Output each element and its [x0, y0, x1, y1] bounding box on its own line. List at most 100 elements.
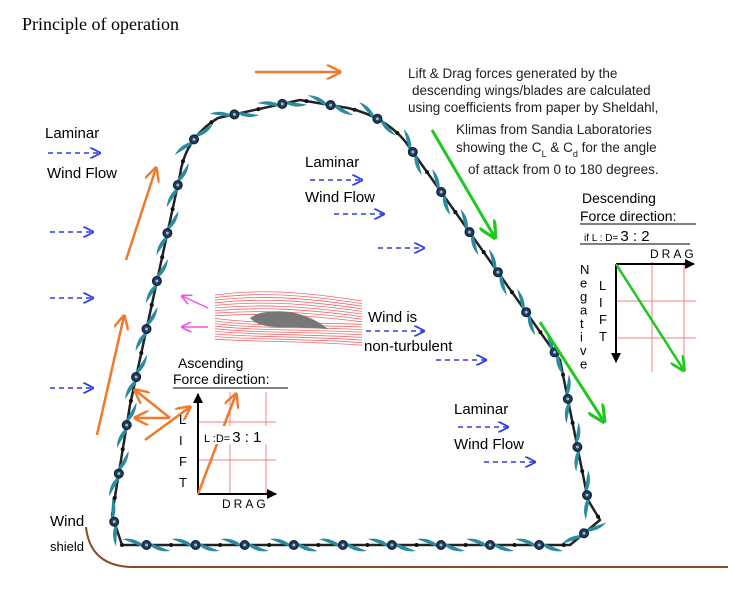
flow-label-center-2: Wind Flow [305, 189, 375, 206]
blade-wing [269, 538, 291, 547]
blade-hub-center [112, 520, 116, 524]
blade-hub-center [292, 543, 296, 547]
track-joint [580, 469, 585, 474]
track-joint [267, 543, 272, 547]
blade-hub-center [145, 327, 148, 331]
blade-wing [515, 538, 537, 547]
descending-title: Descending [582, 190, 656, 206]
blade-hub-center [566, 397, 570, 401]
blade [488, 249, 507, 296]
blade-wing [237, 111, 260, 118]
vertical-letter: v [580, 343, 587, 358]
blade [403, 128, 422, 176]
orange-arrow [135, 390, 171, 419]
blade-wing [145, 306, 158, 327]
flow-label-center-1: Laminar [305, 154, 359, 171]
blade-hub-center [341, 543, 345, 547]
vertical-letter: e [580, 357, 587, 372]
streamline [214, 333, 363, 341]
blade-hub-center [468, 230, 471, 234]
airfoil-shape [250, 311, 328, 329]
blade-hub-center [575, 445, 579, 449]
track-joint [112, 495, 117, 500]
blade-hub-center [553, 350, 557, 354]
blade [209, 109, 260, 120]
track-joint [561, 543, 566, 547]
blade-hub-center [390, 543, 394, 547]
track-joint [425, 170, 429, 174]
windshield-label-1: Wind [50, 513, 84, 530]
description-block: Lift & Drag forces generated by the desc… [408, 66, 659, 177]
blade-hub-center [585, 493, 589, 497]
blade [417, 538, 465, 552]
blade [171, 538, 220, 552]
track-joint [481, 250, 486, 255]
blade-wing [134, 354, 148, 375]
track-joint [596, 514, 601, 519]
orange-arrow [124, 168, 156, 261]
blade-wing [414, 154, 422, 176]
orange-arrow [95, 316, 124, 436]
blade-hub-center [117, 472, 121, 476]
vertical-letter: e [580, 276, 587, 291]
blade-wing [117, 450, 129, 471]
track-joint [365, 543, 370, 547]
blade [582, 470, 592, 520]
blade [460, 209, 479, 256]
blade-wing [542, 543, 564, 552]
blade-hub-center [165, 231, 169, 235]
blade [466, 538, 515, 552]
blade-wing [109, 476, 121, 497]
blade-wing [149, 543, 171, 552]
track-joint [538, 330, 543, 335]
green-arrow [538, 321, 603, 420]
streamline [214, 331, 363, 338]
blade [517, 289, 536, 336]
blade [269, 538, 318, 552]
vertical-letter: L [599, 278, 606, 293]
blade-hub-center [145, 543, 148, 547]
blade-wing [176, 162, 189, 183]
ascending-drag-label: DRAG [222, 497, 269, 511]
blade-wing [345, 543, 367, 552]
blade-hub-center [243, 543, 247, 547]
green-arrow [430, 129, 494, 236]
blade [545, 329, 564, 376]
blade-hub-center [582, 531, 586, 535]
description-line-4: Klimas from Sandia Laboratories [456, 122, 652, 137]
blade-wing [111, 497, 116, 519]
blade-wing [155, 258, 168, 279]
track-joint [139, 351, 144, 355]
flow-label-left-2: Wind Flow [47, 165, 117, 182]
blade-wing [517, 289, 525, 311]
blade-hub-center [155, 279, 159, 283]
vertical-letter: T [599, 329, 607, 344]
track-joint [209, 120, 214, 125]
track-joint [256, 107, 261, 112]
track-joint [149, 303, 154, 307]
descending-grid [616, 262, 696, 372]
blade-wing [174, 141, 194, 155]
blade-hub-center [375, 117, 379, 121]
description-line-2: descending wings/blades are calculated [412, 83, 651, 98]
track-joint [120, 543, 124, 547]
blade-wing [318, 538, 340, 547]
blade [156, 210, 179, 256]
streamline [214, 291, 363, 302]
blade-wing [220, 538, 242, 547]
ascending-ratio: L :D=3 : 1 [204, 429, 261, 446]
track-joint [218, 543, 223, 547]
track-joint [463, 543, 468, 547]
blade-wing [135, 331, 148, 352]
blade-wing [565, 374, 571, 396]
blade [174, 123, 214, 155]
blade-wing [499, 274, 507, 296]
flow-label-bottom-right-2: Wind Flow [454, 436, 524, 453]
track-joint [512, 543, 517, 547]
blade [318, 538, 367, 552]
streamline [214, 305, 363, 315]
blade-wing [125, 402, 137, 423]
blade-wing [460, 209, 468, 230]
vertical-letter: t [580, 316, 584, 331]
blade [572, 422, 583, 472]
